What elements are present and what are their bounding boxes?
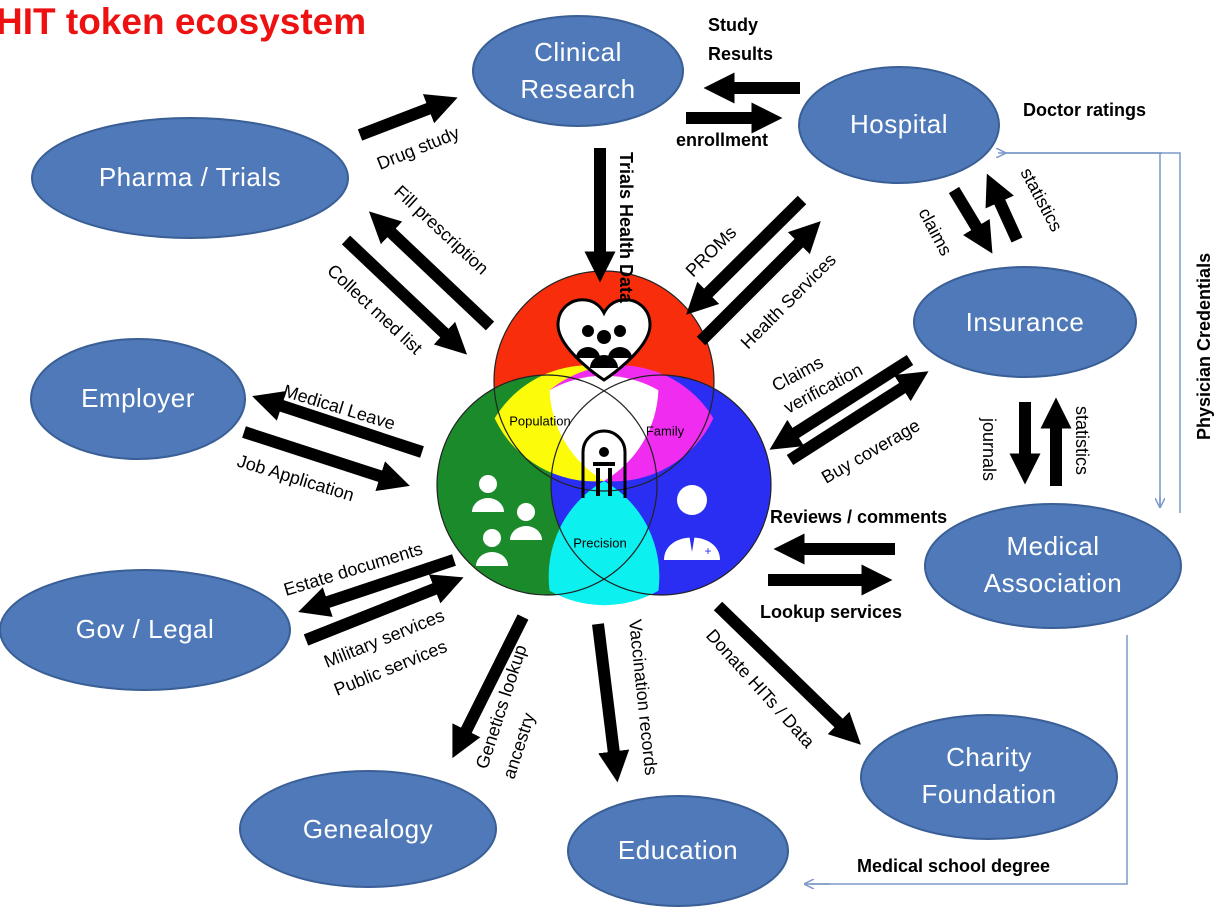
arrow-vaccination-records	[592, 623, 630, 783]
label-trials-health-data: Trials Health Data	[616, 152, 636, 304]
employer-ellipse	[30, 338, 246, 460]
medical-association-ellipse	[924, 503, 1182, 629]
venn-precision-region	[548, 480, 660, 606]
degree-line	[810, 635, 1128, 885]
medical-association-label-line2: Association	[984, 568, 1122, 598]
label-enrollment: enrollment	[676, 130, 768, 150]
arrow-medical-leave	[252, 391, 424, 458]
insurance-label: Insurance	[966, 307, 1085, 337]
page-title: HIT token ecosystem	[0, 1, 366, 42]
label-physician-credentials: Physician Credentials	[1194, 253, 1214, 440]
arrow-hospital-statistics	[985, 173, 1023, 243]
node-gov-legal: Gov / Legal	[0, 569, 291, 691]
education-ellipse	[567, 795, 789, 907]
hospital-label: Hospital	[850, 109, 948, 139]
label-study-results-line2: Results	[708, 44, 773, 64]
arrow-fill-prescription	[368, 211, 495, 331]
clinical-research-ellipse	[472, 15, 684, 127]
label-journals: journals	[979, 417, 999, 481]
medical-association-label-line1: Medical	[1006, 531, 1099, 561]
venn-label-precision: Precision	[573, 535, 626, 550]
clinical-research-label-line2: Research	[520, 74, 635, 104]
charity-foundation-label-line2: Foundation	[921, 779, 1056, 809]
genealogy-ellipse	[239, 770, 497, 888]
gov-legal-label: Gov / Legal	[76, 614, 214, 644]
arrow-military-services	[303, 574, 464, 646]
label-claims: claims	[914, 204, 956, 258]
clinical-research-label-line1: Clinical	[534, 37, 622, 67]
doctor-icon: +	[664, 485, 720, 560]
employer-label: Employer	[81, 383, 195, 413]
label-fill-prescription: Fill prescription	[390, 181, 492, 278]
pharma-trials-ellipse	[31, 117, 349, 239]
venn-center-region	[549, 375, 659, 481]
arrow-buy-coverage	[786, 371, 929, 466]
arrow-health-services	[696, 221, 821, 346]
token-person-icon	[581, 429, 627, 498]
arrow-drug-study	[357, 94, 458, 141]
charity-foundation-label-line1: Charity	[946, 742, 1032, 772]
label-reviews-comments: Reviews / comments	[770, 507, 947, 527]
arrow-collect-med-list	[341, 235, 468, 355]
node-genealogy: Genealogy	[239, 770, 497, 888]
node-education: Education	[567, 795, 789, 907]
node-clinical-research: Clinical Research	[472, 15, 684, 127]
svg-text:+: +	[704, 544, 711, 558]
venn-label-family: Family	[646, 423, 685, 438]
arrow-proms	[686, 195, 807, 315]
node-medical-association: Medical Association	[924, 503, 1182, 629]
node-pharma-trials: Pharma / Trials	[31, 117, 349, 239]
node-employer: Employer	[30, 338, 246, 460]
genealogy-label: Genealogy	[303, 814, 433, 844]
label-insurance-statistics: statistics	[1072, 406, 1092, 475]
label-doctor-ratings: Doctor ratings	[1023, 100, 1146, 120]
node-insurance: Insurance	[913, 266, 1137, 378]
label-hospital-statistics: statistics	[1016, 164, 1066, 234]
arrow-job-application	[242, 426, 410, 492]
label-study-results-line1: Study	[708, 15, 758, 35]
label-lookup-services: Lookup services	[760, 602, 902, 622]
pharma-trials-label: Pharma / Trials	[99, 162, 281, 192]
arrow-claims	[948, 186, 993, 254]
arrow-estate-documents	[298, 554, 456, 617]
flow-arrows	[242, 72, 1072, 783]
arrow-claims-verification	[769, 354, 914, 450]
hospital-ellipse	[798, 66, 1000, 184]
heart-group-icon	[556, 298, 652, 382]
node-charity-foundation: Charity Foundation	[860, 714, 1118, 840]
central-venn: Population Family Precision	[436, 270, 772, 606]
label-medical-school-degree: Medical school degree	[857, 856, 1050, 876]
patients-icon	[472, 475, 542, 566]
node-hospital: Hospital	[798, 66, 1000, 184]
charity-foundation-ellipse	[860, 714, 1118, 840]
label-health-services: Health Services	[737, 250, 840, 353]
label-vaccination-records: Vaccination records	[625, 618, 661, 776]
venn-label-population: Population	[509, 413, 570, 428]
education-label: Education	[618, 835, 738, 865]
arrow-genetics-lookup	[452, 614, 529, 759]
arrow-donate-hits	[713, 601, 861, 745]
insurance-ellipse	[913, 266, 1137, 378]
credential-connectors	[805, 153, 1181, 885]
gov-legal-ellipse	[0, 569, 291, 691]
